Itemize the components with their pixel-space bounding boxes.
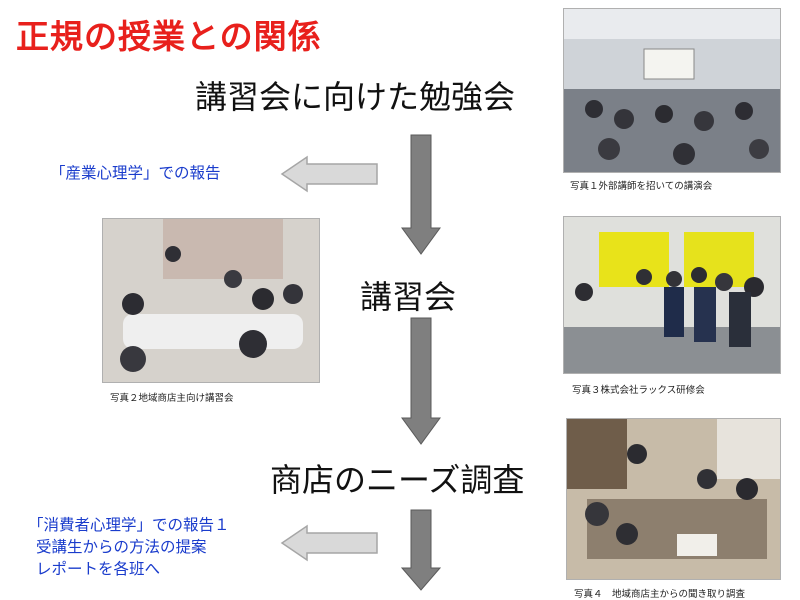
stage-shop-needs-survey: 商店のニーズ調査 (270, 461, 525, 499)
photo3-caption: 写真３株式会社ラックス研修会 (572, 385, 705, 396)
photo-lecture (563, 8, 781, 173)
consumer-psychology-note-line1: 「消費者心理学」での報告１ (28, 516, 230, 534)
down-arrow-1 (401, 134, 441, 255)
photo-shop-owner-seminar-image (103, 219, 319, 382)
photo2-caption: 写真２地域商店主向け講習会 (110, 393, 234, 404)
consumer-psychology-note-line3: レポートを各班へ (36, 560, 161, 578)
photo-shop-owner-seminar (102, 218, 320, 383)
photo-lecture-image (564, 9, 780, 172)
photo-company-training (563, 216, 781, 374)
photo-company-training-image (564, 217, 780, 373)
left-arrow-1 (280, 155, 378, 193)
consumer-psychology-note-line2: 受講生からの方法の提案 (36, 538, 207, 556)
down-arrow-3 (400, 509, 442, 591)
photo1-caption: 写真１外部講師を招いての講演会 (570, 181, 713, 192)
photo-shop-interview-image (567, 419, 780, 579)
down-arrow-2 (401, 317, 441, 445)
page-title: 正規の授業との関係 (16, 17, 322, 56)
photo4-caption: 写真４ 地域商店主からの聞き取り調査 (574, 589, 746, 600)
industrial-psychology-note: 「産業心理学」での報告 (50, 164, 221, 182)
stage-study-session: 講習会に向けた勉強会 (195, 78, 516, 116)
photo-shop-interview (566, 418, 781, 580)
stage-seminar: 講習会 (360, 278, 457, 316)
left-arrow-2 (280, 524, 378, 562)
